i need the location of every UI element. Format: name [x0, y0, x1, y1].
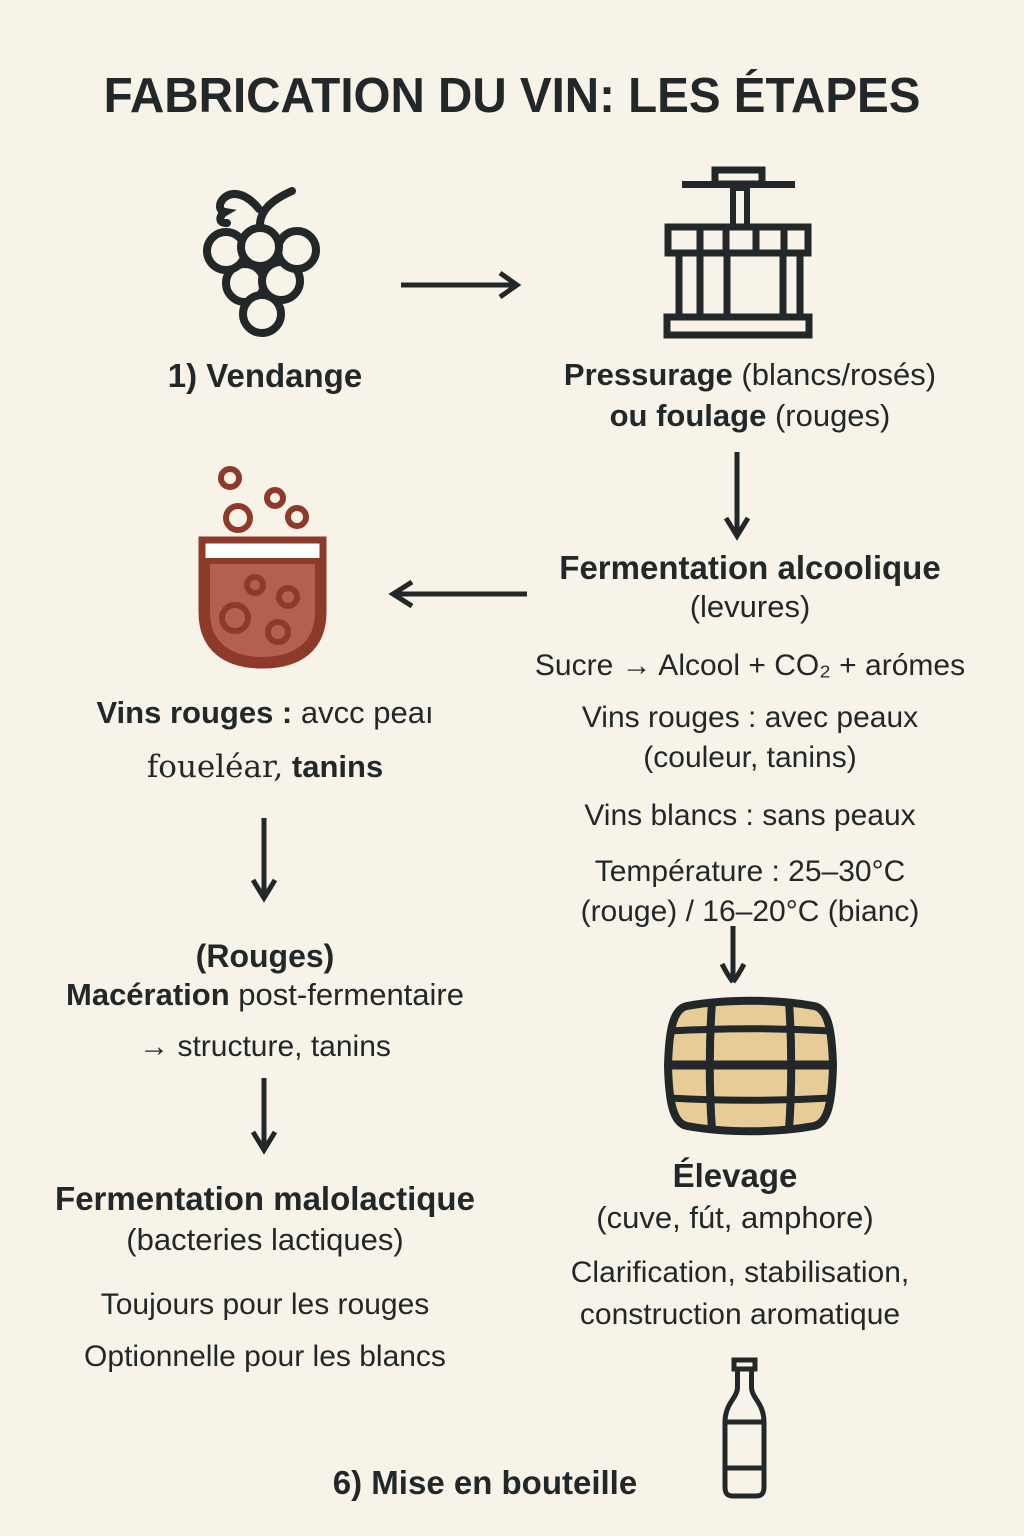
maceration-result: → structure, tanins	[139, 1030, 391, 1063]
barrel-icon	[663, 996, 838, 1136]
wine-press-icon	[663, 166, 813, 339]
vins-rouges-caption-line2: foueléar, tanins	[30, 748, 500, 787]
clarification-line1: Clarification, stabilisation,	[570, 1256, 910, 1289]
fermentation-equation: Sucre → Alcool + CO₂ + arómes	[534, 649, 966, 682]
rouges-peaux-line2: (couleur, tanins)	[643, 741, 857, 774]
arrow-down-icon	[250, 1078, 278, 1155]
fermenting-vat-icon	[198, 466, 327, 669]
fermentation-alcoolique-subtitle: (levures)	[689, 589, 811, 624]
fermentation-malolactique-subtitle: (bacteries lactiques)	[126, 1222, 404, 1257]
pressurage-rest: (blancs/rosés)	[732, 357, 937, 392]
foulage-rest: (rouges)	[766, 398, 891, 433]
mise-en-bouteille-label: 6) Mise en bouteille	[332, 1464, 638, 1501]
vins-rouges-caption-line1: Vins rouges : avcc peaı	[30, 694, 500, 733]
arrow-down-icon	[250, 818, 278, 903]
temperature-line2: (rouge) / 16–20°C (bianc)	[580, 895, 920, 928]
vins-rouges-bold: Vins rouges :	[96, 695, 293, 730]
maceration-line: Macération post-fermentaire	[20, 976, 510, 1015]
page-title: FABRICATION DU VIN: LES ÉTAPES	[103, 69, 921, 123]
arrow-left-icon	[388, 579, 527, 609]
rouges-peaux-line1: Vins rouges : avec peaux	[581, 701, 919, 734]
maceration-heading: (Rouges)	[195, 938, 335, 974]
pressurage-line2: ou foulage (rouges)	[530, 397, 970, 436]
pressurage-bold: Pressurage	[563, 357, 733, 392]
serif-word: foueléar,	[146, 749, 284, 785]
toujours-line: Toujours pour les rouges	[100, 1288, 430, 1321]
maceration-bold: Macération	[66, 977, 230, 1012]
arrow-right-icon	[401, 270, 522, 300]
blancs-peaux-line: Vins blancs : sans peaux	[584, 799, 916, 832]
pressurage-line1: Pressurage (blancs/rosés)	[530, 356, 970, 395]
maceration-rest: post-fermentaire	[229, 977, 464, 1012]
temperature-line1: Température : 25–30°C	[594, 855, 906, 888]
arrow-down-icon	[723, 452, 751, 541]
fermentation-alcoolique-title: Fermentation alcoolique	[559, 549, 941, 586]
arrow-down-icon	[719, 926, 747, 984]
fermentation-malolactique-title: Fermentation malolactique	[55, 1180, 475, 1217]
vendange-label: 1) Vendange	[167, 357, 363, 394]
foulage-bold: ou foulage	[609, 398, 767, 433]
tanins-bold: tanins	[283, 749, 384, 784]
wine-bottle-icon	[722, 1357, 767, 1499]
elevage-subtitle: (cuve, fút, amphore)	[596, 1200, 874, 1235]
clarification-line2: construction aromatique	[579, 1298, 901, 1331]
optionnelle-line: Optionnelle pour les blancs	[84, 1340, 446, 1373]
elevage-title: Élevage	[672, 1157, 798, 1194]
grapes-icon	[203, 187, 320, 337]
vins-rouges-rest: avcc peaı	[292, 695, 434, 730]
